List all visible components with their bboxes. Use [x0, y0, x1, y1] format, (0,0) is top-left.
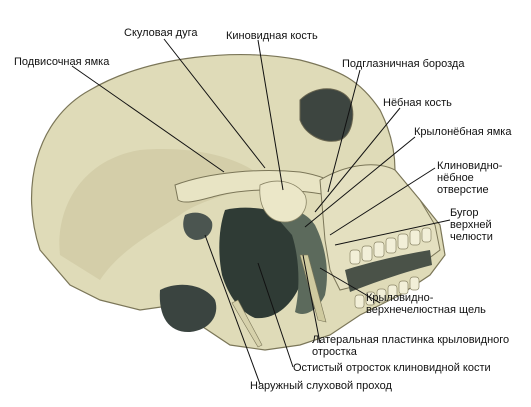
label-pterygomaxillary-fissure: Крыловидно- верхнечелюстная щель [366, 292, 486, 316]
label-palatine-bone: Нёбная кость [383, 97, 452, 109]
label-pterygopalatine-fossa: Крылонёбная ямка [414, 126, 512, 138]
label-sphenoid-spine: Остистый отросток клиновидной кости [293, 362, 491, 374]
label-sphenopalatine-foramen: Клиновидно- нёбное отверстие [437, 160, 503, 196]
styloid-process [231, 299, 263, 348]
upper-teeth [349, 227, 432, 265]
label-zygomatic-arch: Скуловая дуга [124, 27, 198, 39]
external-auditory-meatus-shape [183, 212, 213, 240]
label-lateral-pterygoid-plate: Латеральная пластинка крыловидного отрос… [312, 334, 510, 358]
label-infraorbital-groove: Подглазничная борозда [342, 58, 465, 70]
label-maxillary-tuberosity: Бугор верхней челюсти [450, 207, 493, 243]
leader-lines [71, 38, 451, 385]
label-infratemporal-fossa: Подвисочная ямка [14, 56, 110, 68]
label-sphenoid-bone: Киновидная кость [226, 30, 318, 42]
label-external-auditory-meatus: Наружный слуховой проход [250, 380, 392, 392]
skull-base-cavity [159, 284, 217, 333]
orbit [299, 88, 354, 142]
lower-teeth [354, 276, 420, 309]
palate [345, 250, 432, 292]
sphenoid-body [259, 180, 307, 223]
infratemporal-cavity [219, 207, 302, 319]
